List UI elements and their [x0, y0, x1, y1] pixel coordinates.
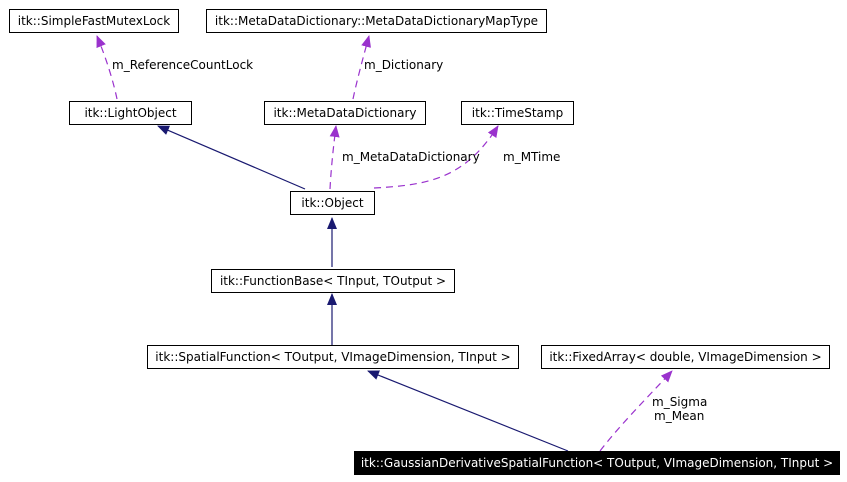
node-function-base[interactable]: itk::FunctionBase< TInput, TOutput >	[211, 269, 455, 293]
edge-dictmaptype-to-metadatadictionary	[352, 35, 371, 100]
node-light-object[interactable]: itk::LightObject	[69, 101, 192, 125]
edge-label-dictionary: m_Dictionary	[364, 58, 444, 72]
node-object[interactable]: itk::Object	[290, 191, 375, 215]
edge-label-mtime: m_MTime	[503, 150, 561, 164]
node-fixed-array[interactable]: itk::FixedArray< double, VImageDimension…	[541, 345, 830, 369]
edge-fixedarray-to-gaussian	[599, 370, 673, 452]
node-time-stamp[interactable]: itk::TimeStamp	[461, 101, 574, 125]
node-spatial-function[interactable]: itk::SpatialFunction< TOutput, VImageDim…	[147, 345, 519, 369]
node-simple-fast-mutex-lock[interactable]: itk::SimpleFastMutexLock	[9, 9, 179, 33]
edge-label-mean: m_Mean	[654, 409, 705, 423]
node-gaussian-derivative-spatial-function: itk::GaussianDerivativeSpatialFunction< …	[354, 451, 840, 475]
node-meta-data-dictionary[interactable]: itk::MetaDataDictionary	[264, 101, 426, 125]
edge-label-meta-data-dictionary: m_MetaDataDictionary	[342, 150, 480, 164]
edge-lightobject-to-object	[157, 125, 306, 190]
edge-timestamp-to-object	[373, 125, 499, 189]
edge-metadatadictionary-to-object	[329, 125, 340, 190]
edge-spatialfunction-to-gaussian	[367, 370, 569, 452]
edge-mutexlock-to-lightobject	[96, 35, 118, 100]
node-meta-data-dictionary-map-type[interactable]: itk::MetaDataDictionary::MetaDataDiction…	[206, 9, 547, 33]
edge-label-sigma: m_Sigma	[652, 395, 708, 409]
edge-label-reference-count-lock: m_ReferenceCountLock	[112, 58, 254, 72]
